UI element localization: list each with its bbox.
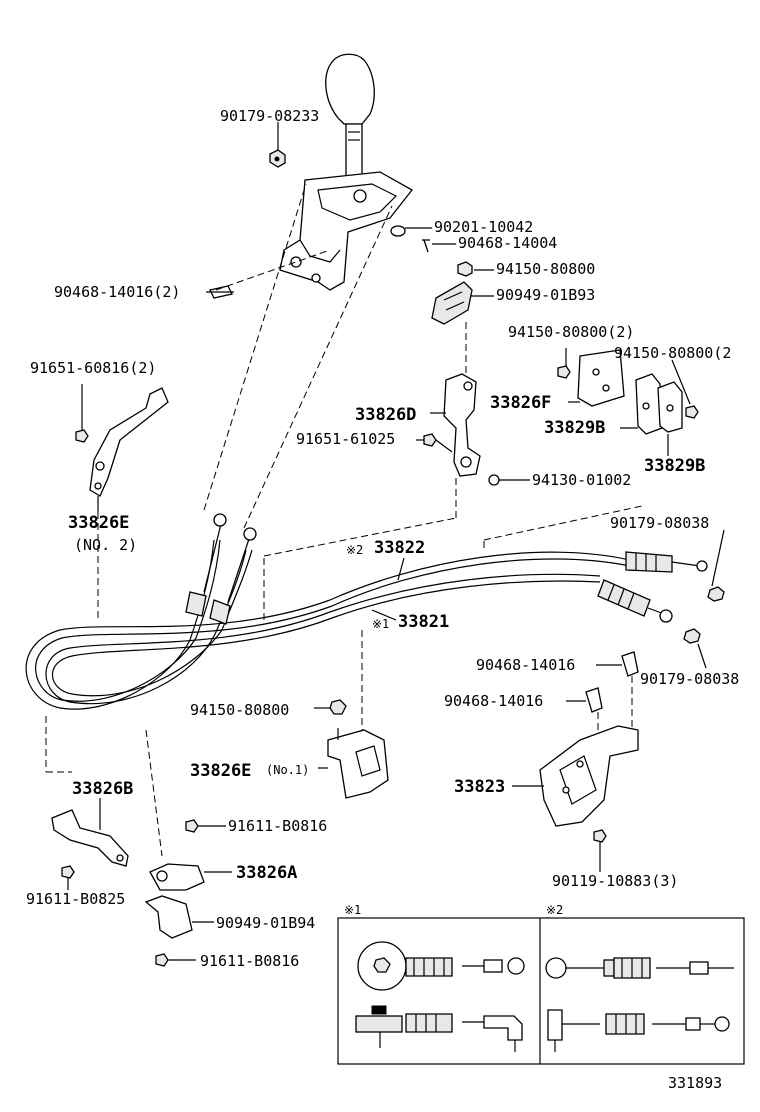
bracket-33826a-icon [149, 863, 205, 891]
bracket-33823-icon [539, 725, 639, 827]
pin-icon [422, 239, 430, 253]
label-bracket-e2-sub: (NO. 2) [74, 536, 137, 554]
cable-boot-icon [625, 551, 673, 573]
hardware-top [209, 149, 473, 299]
label-nut-d: 94130-01002 [532, 471, 631, 489]
label-bracket-e2: 33826E [68, 513, 129, 533]
washer-icon [390, 225, 406, 237]
label-bracket-a: 33826A [236, 863, 297, 883]
label-holder-b1: 33829B [544, 418, 605, 438]
label-inset-2: ※2 [546, 903, 563, 917]
label-clip-right-1: 90468-14016 [476, 656, 575, 674]
label-bracket-e1: 33826E [190, 761, 251, 781]
label-cable-shift: 33821 [398, 612, 449, 632]
bracket-33826f-icon [577, 349, 625, 407]
label-bolt-bracket: 90119-10883(3) [552, 872, 678, 890]
cable-boot-icon [209, 599, 231, 625]
label-cable-select: 33822 [374, 538, 425, 558]
label-pin-top: 90468-14004 [458, 234, 557, 252]
label-diagram-number: 331893 [668, 1074, 722, 1092]
shift-knob-icon [325, 53, 375, 125]
cable-33822 [25, 539, 631, 710]
label-bolt-d: 91651-61025 [296, 430, 395, 448]
label-washer-top: 90201-10042 [434, 218, 533, 236]
retainer-b94-icon [144, 895, 193, 939]
inset-1-cable-ends [355, 941, 525, 1052]
label-bracket-bottom: 33823 [454, 777, 505, 797]
label-holder-b2: 33829B [644, 456, 705, 476]
label-bolt-b0816-b: 91611-B0816 [200, 952, 299, 970]
label-clip-right-2: 90468-14016 [444, 692, 543, 710]
retainer-icon [431, 281, 473, 325]
label-inset-1: ※1 [344, 903, 361, 917]
bracket-33826e-no1-icon [327, 729, 389, 799]
bracket-33826d-icon [443, 373, 481, 477]
bracket-33826f-group [557, 348, 699, 456]
label-bracket-d: 33826D [355, 405, 416, 425]
shift-lever-housing [279, 171, 413, 291]
label-nut-e1: 94150-80800 [190, 701, 289, 719]
shift-lever-assembly [279, 53, 413, 291]
label-retainer-b94: 90949-01B94 [216, 914, 315, 932]
label-nut-f-right: 94150-80800(2 [614, 344, 731, 362]
cable-assembly [25, 513, 725, 710]
clip-icon [585, 687, 603, 713]
bracket-33826b-icon [51, 809, 129, 867]
label-cable-shift-mark: ※1 [372, 617, 389, 631]
label-retainer: 90949-01B93 [496, 286, 595, 304]
label-nut-retainer: 94150-80800 [496, 260, 595, 278]
label-bracket-b: 33826B [72, 779, 133, 799]
label-bolt-b0816-a: 91611-B0816 [228, 817, 327, 835]
bracket-33826e-no2-icon [89, 387, 169, 497]
label-nut-f-left: 94150-80800(2) [508, 323, 634, 341]
label-bolt-e2: 91651-60816(2) [30, 359, 156, 377]
cable-boot-icon [597, 579, 651, 617]
label-cable-select-mark: ※2 [346, 543, 363, 557]
cable-33821 [45, 549, 601, 705]
label-bolt-b0825: 91611-B0825 [26, 890, 125, 908]
nut-icon [457, 261, 473, 277]
label-bracket-f: 33826F [490, 393, 551, 413]
inset-panel [337, 917, 745, 1065]
cable-boot-icon [185, 591, 207, 617]
label-nut-cable-2: 90179-08038 [640, 670, 739, 688]
leaders-top [206, 122, 494, 297]
clip-icon [621, 651, 639, 677]
inset-2-cable-ends [545, 957, 734, 1052]
label-bracket-e1-sub: (No.1) [266, 763, 309, 777]
label-knob-bolt: 90179-08233 [220, 107, 319, 125]
label-clip-left: 90468-14016(2) [54, 283, 180, 301]
label-nut-cable-1: 90179-08038 [610, 514, 709, 532]
